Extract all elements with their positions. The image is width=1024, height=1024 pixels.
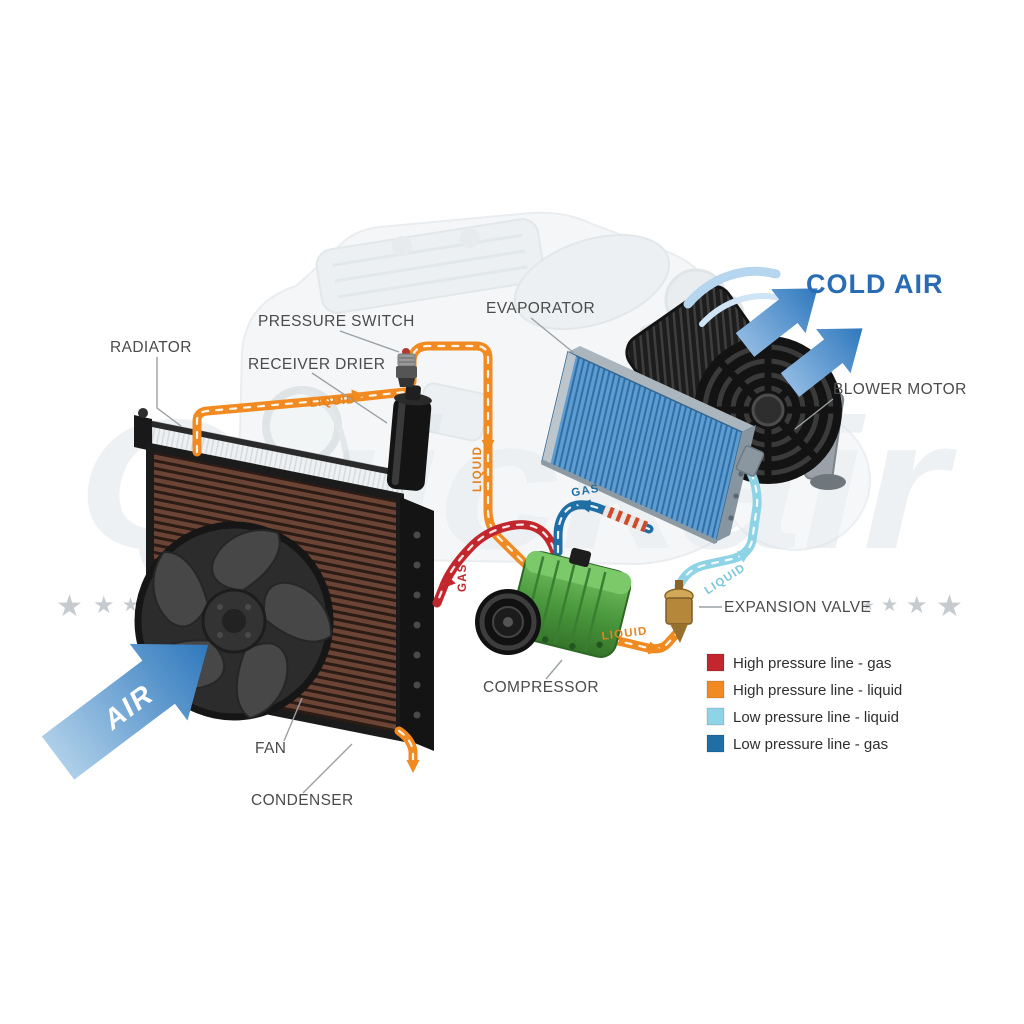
- flow-arrow-icon: [736, 550, 752, 563]
- star-icon: ★: [936, 590, 963, 623]
- compressor-label: COMPRESSOR: [483, 679, 599, 696]
- evaporator-inlet-fitting: [735, 445, 765, 477]
- cold-air-arrows: [735, 288, 863, 397]
- legend-item: Low pressure line - liquid: [706, 707, 899, 726]
- legend-item: High pressure line - liquid: [706, 680, 902, 699]
- radiator: [134, 408, 403, 498]
- star-icon: ★: [93, 592, 115, 619]
- evaporator: [540, 346, 756, 545]
- condenser-label: CONDENSER: [251, 792, 354, 809]
- compressor: [475, 547, 632, 658]
- legend-label: Low pressure line - gas: [733, 736, 888, 753]
- legend-swatch-high-pressure-gas: [706, 653, 725, 672]
- leader-lines: [156, 317, 834, 794]
- gas-line-label: GAS: [570, 483, 600, 500]
- flow-arrow-icon: [577, 499, 591, 513]
- flow-arrow-icon: [481, 440, 495, 453]
- cold-air-label: COLD AIR: [806, 269, 944, 299]
- expansion-valve: [664, 580, 694, 643]
- gas-line-label: GAS: [457, 563, 469, 592]
- pressure-switch: [396, 348, 417, 387]
- star-icon: ★: [122, 595, 139, 616]
- star-icon: ★: [56, 590, 83, 623]
- refrigerant-lines: [192, 341, 765, 773]
- star-icon: ★: [906, 592, 928, 619]
- pressure-switch-label: PRESSURE SWITCH: [258, 313, 415, 330]
- star-icon: ★: [881, 595, 898, 616]
- cold-air-arrow-icon: [780, 328, 863, 397]
- liquid-line-label: LIQUID: [472, 446, 484, 492]
- star-icon: ★: [862, 597, 875, 613]
- flow-arrow-icon: [351, 389, 365, 403]
- legend-label: High pressure line - gas: [733, 655, 891, 672]
- legend-swatch-high-pressure-liquid: [706, 680, 725, 699]
- flow-arrow-icon: [442, 574, 456, 589]
- blower-motor-label: BLOWER MOTOR: [833, 381, 967, 398]
- legend-item: Low pressure line - gas: [706, 734, 888, 753]
- cold-air-arrow-icon: [735, 288, 818, 357]
- fan-label: FAN: [255, 740, 286, 757]
- evaporator-label: EVAPORATOR: [486, 300, 595, 317]
- legend: High pressure line - gas High pressure l…: [706, 653, 902, 753]
- legend-swatch-low-pressure-gas: [706, 734, 725, 753]
- legend-label: High pressure line - liquid: [733, 682, 902, 699]
- flow-arrow-icon: [647, 641, 662, 655]
- flow-arrow-icon: [406, 760, 420, 773]
- legend-label: Low pressure line - liquid: [733, 709, 899, 726]
- legend-swatch-low-pressure-liquid: [706, 707, 725, 726]
- air-swoosh-lines: [683, 266, 783, 327]
- high-pressure-liquid-line: [394, 726, 418, 768]
- liquid-line-label: LIQUID: [601, 625, 648, 643]
- legend-item: High pressure line - gas: [706, 653, 891, 672]
- receiver-drier-label: RECEIVER DRIER: [248, 356, 385, 373]
- expansion-valve-label: EXPANSION VALVE: [724, 599, 871, 616]
- receiver-drier: [386, 384, 432, 491]
- liquid-line-label: LIQUID: [309, 394, 356, 410]
- radiator-label: RADIATOR: [110, 339, 192, 356]
